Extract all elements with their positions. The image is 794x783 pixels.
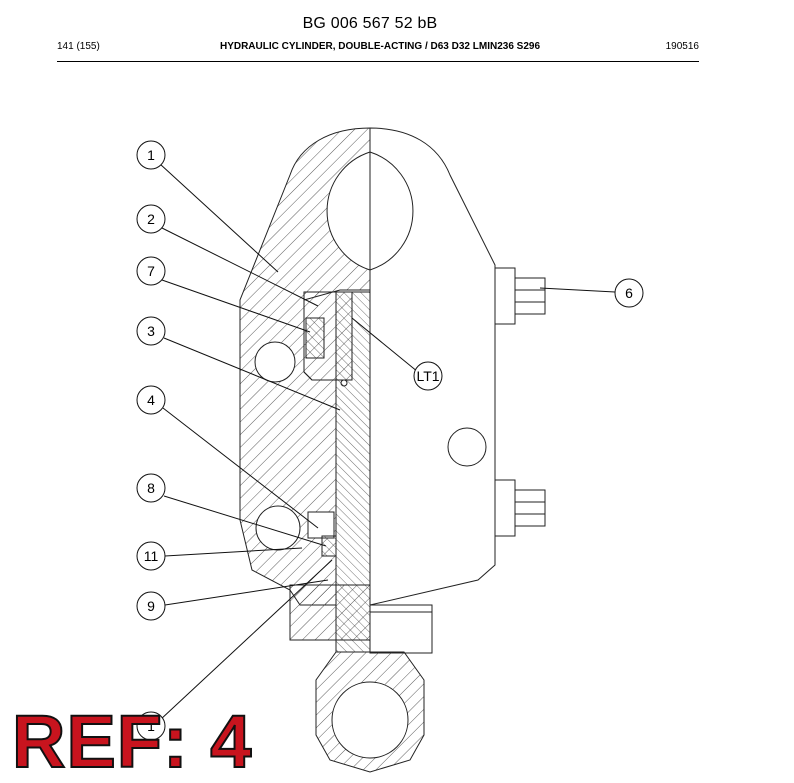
document-date: 190516 [665,41,699,52]
svg-text:9: 9 [147,598,155,614]
callout-7: 7 [136,256,166,286]
svg-text:LT1: LT1 [416,368,439,384]
callout-8: 8 [136,473,166,503]
callout-2: 2 [136,204,166,234]
svg-text:1: 1 [147,147,155,163]
cylinder-body [239,127,546,773]
svg-text:8: 8 [147,480,155,496]
document-title: HYDRAULIC CYLINDER, DOUBLE-ACTING / D63 … [219,41,541,52]
header-rule [57,61,699,62]
callout-lt1: LT1 [413,361,443,391]
svg-text:4: 4 [147,392,155,408]
svg-text:1: 1 [147,718,155,734]
callout-3: 3 [136,316,166,346]
callout-9: 9 [136,591,166,621]
svg-text:2: 2 [147,211,155,227]
ref-stamp: REF: 4 [11,700,253,783]
page-reference: 141 (155) [57,41,100,52]
svg-text:7: 7 [147,263,155,279]
callout-4: 4 [136,385,166,415]
leader-lines [159,163,616,721]
document-number: BG 006 567 52 bB [302,15,438,32]
callout-11: 11 [136,541,166,571]
callout-1-lower: 1 [136,711,166,741]
callout-bubbles: 1 2 7 3 4 8 11 9 [136,140,644,741]
callout-6: 6 [614,278,644,308]
svg-text:6: 6 [625,285,633,301]
callout-1: 1 [136,140,166,170]
svg-text:3: 3 [147,323,155,339]
svg-text:11: 11 [144,548,159,564]
